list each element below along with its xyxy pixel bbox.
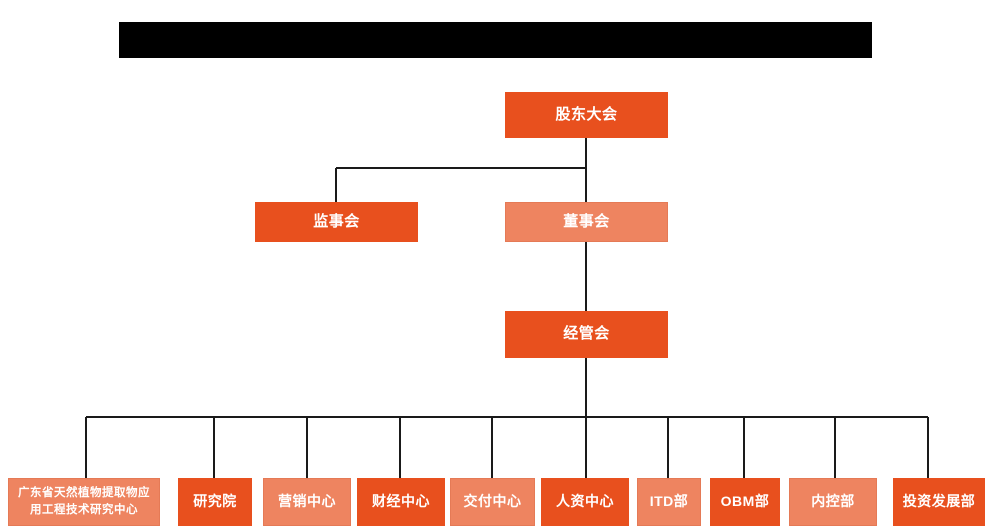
redacted-title-bar xyxy=(119,22,872,58)
node-department-3[interactable]: 财经中心 xyxy=(357,478,445,526)
node-department-9[interactable]: 投资发展部 xyxy=(893,478,985,526)
node-department-2[interactable]: 营销中心 xyxy=(263,478,351,526)
node-management-committee[interactable]: 经管会 xyxy=(505,311,668,358)
department-0-line2: 用工程技术研究中心 xyxy=(30,504,138,516)
node-department-0[interactable]: 广东省天然植物提取物应 用工程技术研究中心 xyxy=(8,478,160,526)
node-department-5[interactable]: 人资中心 xyxy=(541,478,629,526)
node-supervisory-board[interactable]: 监事会 xyxy=(255,202,418,242)
node-shareholders-meeting[interactable]: 股东大会 xyxy=(505,92,668,138)
node-department-6[interactable]: ITD部 xyxy=(637,478,701,526)
department-0-line1: 广东省天然植物提取物应 xyxy=(18,487,150,500)
node-board-of-directors[interactable]: 董事会 xyxy=(505,202,668,242)
node-department-7[interactable]: OBM部 xyxy=(710,478,780,526)
node-department-1[interactable]: 研究院 xyxy=(178,478,252,526)
node-department-4[interactable]: 交付中心 xyxy=(450,478,535,526)
node-department-8[interactable]: 内控部 xyxy=(789,478,877,526)
